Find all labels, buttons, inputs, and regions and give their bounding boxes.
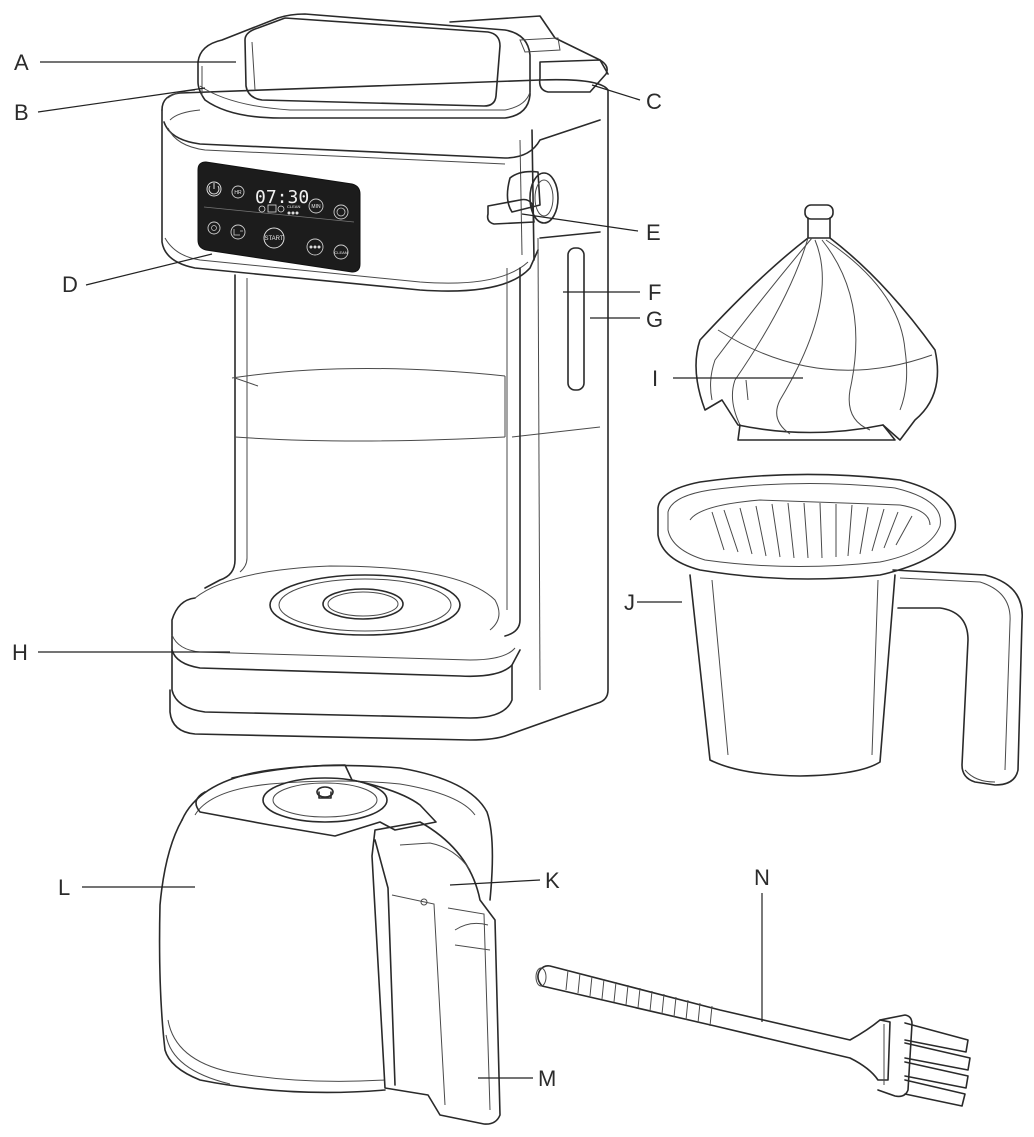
label-e: E — [646, 220, 661, 245]
start-label: START — [264, 236, 283, 242]
cleaning-brush — [535, 965, 971, 1107]
label-c: C — [646, 89, 662, 114]
label-b: B — [14, 100, 29, 125]
power-icon — [208, 183, 220, 195]
filter-cone — [695, 204, 939, 441]
minute-button[interactable]: MIN — [308, 198, 324, 214]
clock-icon — [336, 207, 346, 217]
lid-release-tab — [519, 37, 608, 93]
label-m: M — [538, 1066, 556, 1091]
cup-icon — [233, 229, 243, 236]
label-f: F — [648, 280, 661, 305]
bloom-icon — [211, 225, 217, 231]
label-d: D — [62, 272, 78, 297]
clock-display: 07:30 — [255, 187, 309, 208]
coffee-machine-body — [161, 15, 609, 741]
part-labels: A B C D E F G I J H L K M N — [12, 50, 770, 1091]
strength-knob — [486, 170, 559, 225]
brush-grip-rings — [565, 969, 713, 1027]
lid — [167, 13, 531, 121]
power-button[interactable] — [206, 181, 222, 197]
min-label: MIN — [311, 204, 321, 210]
leader-lines — [37, 61, 803, 1079]
label-l: L — [58, 875, 70, 900]
filter-pleats — [711, 502, 913, 559]
bloom-button[interactable] — [207, 221, 221, 235]
filter-basket — [657, 473, 1023, 786]
label-n: N — [754, 865, 770, 890]
label-k: K — [545, 868, 560, 893]
clean-button[interactable]: CLEAN — [333, 244, 349, 260]
label-g: G — [646, 307, 663, 332]
clean-indicator: CLEAN — [287, 204, 300, 209]
label-j: J — [624, 590, 635, 615]
label-h: H — [12, 640, 28, 665]
hr-label: HR — [234, 190, 242, 196]
strength-button[interactable] — [306, 238, 324, 256]
clean-label: CLEAN — [334, 250, 347, 255]
size-button[interactable] — [230, 224, 246, 240]
label-a: A — [14, 50, 29, 75]
start-button[interactable]: START — [263, 227, 285, 249]
control-panel: HR 07:30 CLEAN MIN START — [197, 161, 361, 273]
hour-button[interactable]: HR — [231, 185, 245, 199]
carafe — [158, 764, 501, 1125]
clock-button[interactable] — [333, 204, 349, 220]
status-icons — [258, 204, 299, 215]
label-i: I — [652, 366, 658, 391]
